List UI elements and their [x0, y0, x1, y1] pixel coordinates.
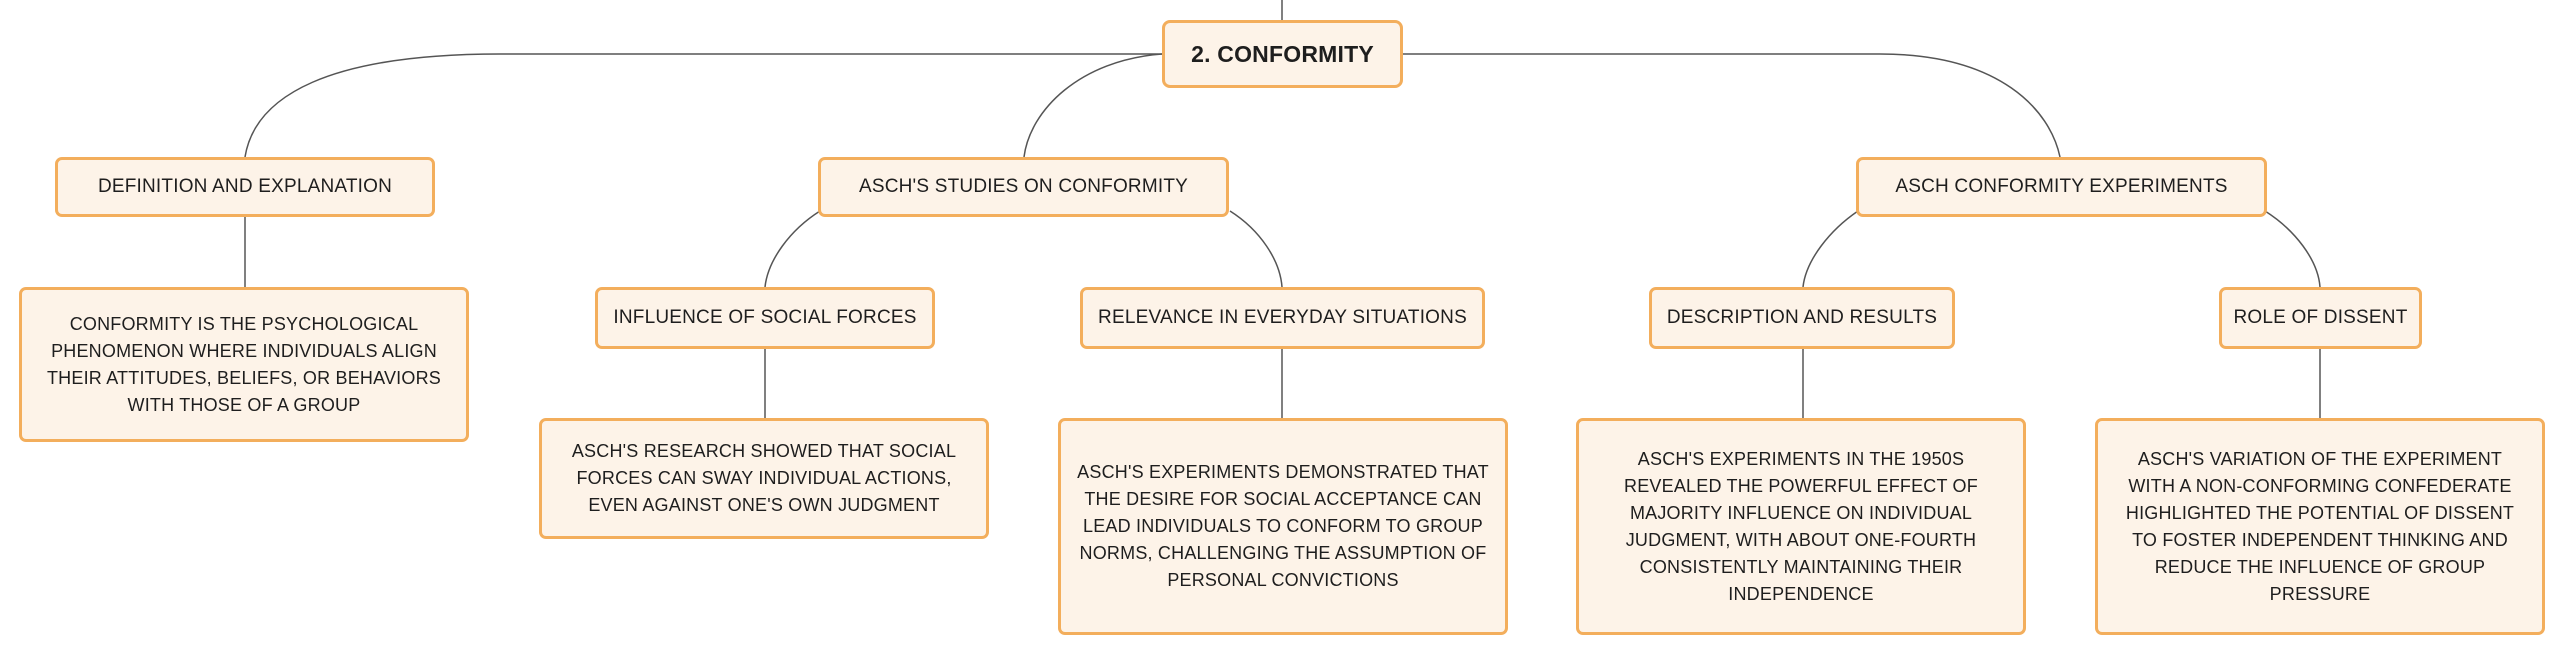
connector-studies-influence [764, 210, 821, 288]
topic-asch-experiments[interactable]: ASCH CONFORMITY EXPERIMENTS [1856, 157, 2267, 217]
connector-root-asch-studies [1023, 53, 1163, 158]
root-node[interactable]: 2. CONFORMITY [1162, 20, 1403, 88]
connector-root-definition [244, 53, 1162, 158]
subtopic-label: INFLUENCE OF SOCIAL FORCES [613, 307, 917, 328]
detail-relevance-everyday[interactable]: ASCH'S EXPERIMENTS DEMONSTRATED THAT THE… [1058, 418, 1508, 635]
root-node-label: 2. CONFORMITY [1191, 40, 1374, 67]
connector-experiments-dissent [2264, 210, 2321, 288]
subtopic-label: RELEVANCE IN EVERYDAY SITUATIONS [1098, 307, 1467, 328]
topic-label: ASCH CONFORMITY EXPERIMENTS [1895, 176, 2228, 197]
connector-root-asch-experiments [1403, 53, 2061, 158]
detail-text: CONFORMITY IS THE PSYCHOLOGICAL PHENOMEN… [46, 313, 441, 415]
subtopic-label: DESCRIPTION AND RESULTS [1666, 307, 1938, 328]
subtopic-relevance-everyday[interactable]: RELEVANCE IN EVERYDAY SITUATIONS [1080, 287, 1485, 349]
subtopic-description-results[interactable]: DESCRIPTION AND RESULTS [1649, 287, 1955, 349]
detail-definition[interactable]: CONFORMITY IS THE PSYCHOLOGICAL PHENOMEN… [19, 287, 469, 442]
detail-text: ASCH'S EXPERIMENTS DEMONSTRATED THAT THE… [1077, 462, 1489, 590]
detail-text: ASCH'S EXPERIMENTS IN THE 1950S REVEALED… [1624, 448, 1978, 604]
connector-studies-relevance [1229, 210, 1283, 288]
subtopic-role-of-dissent[interactable]: ROLE OF DISSENT [2219, 287, 2422, 349]
detail-influence-social-forces[interactable]: ASCH'S RESEARCH SHOWED THAT SOCIAL FORCE… [539, 418, 989, 539]
subtopic-influence-social-forces[interactable]: INFLUENCE OF SOCIAL FORCES [595, 287, 935, 349]
topic-label: ASCH'S STUDIES ON CONFORMITY [858, 176, 1189, 197]
subtopic-label: ROLE OF DISSENT [2233, 307, 2408, 328]
detail-text: ASCH'S RESEARCH SHOWED THAT SOCIAL FORCE… [571, 441, 957, 515]
connector-experiments-description [1802, 210, 1859, 288]
detail-role-of-dissent[interactable]: ASCH'S VARIATION OF THE EXPERIMENT WITH … [2095, 418, 2545, 635]
detail-text: ASCH'S VARIATION OF THE EXPERIMENT WITH … [2125, 448, 2515, 604]
topic-definition[interactable]: DEFINITION AND EXPLANATION [55, 157, 435, 217]
topic-asch-studies[interactable]: ASCH'S STUDIES ON CONFORMITY [818, 157, 1229, 217]
topic-label: DEFINITION AND EXPLANATION [97, 176, 393, 197]
detail-description-results[interactable]: ASCH'S EXPERIMENTS IN THE 1950S REVEALED… [1576, 418, 2026, 635]
